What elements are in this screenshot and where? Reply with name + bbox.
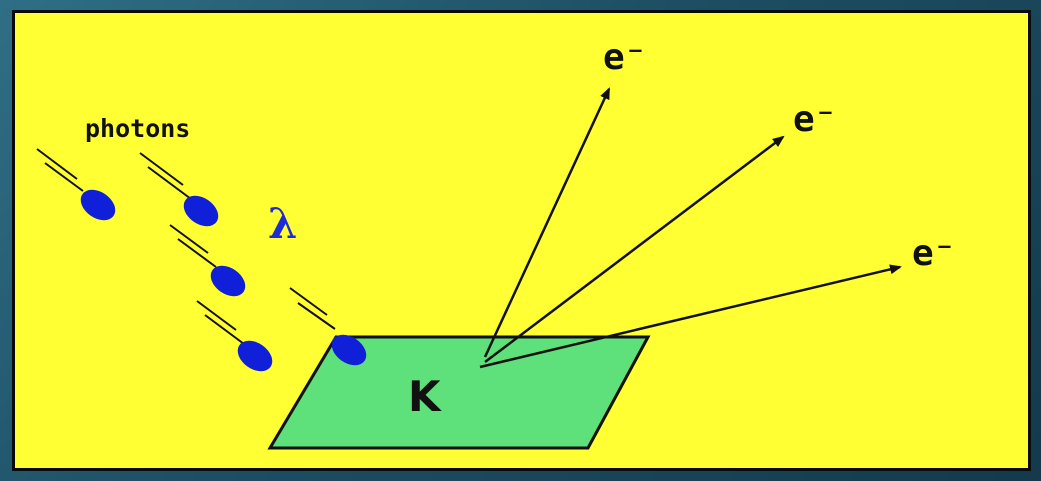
streak: [139, 152, 184, 186]
electron-arrows: [479, 87, 902, 369]
photon: [80, 189, 116, 221]
electron-arrow: [479, 264, 902, 369]
photon-streaks: [36, 148, 336, 345]
streak: [147, 166, 192, 200]
photon: [183, 195, 219, 227]
metal-plate: [267, 335, 651, 450]
electron-arrow: [484, 135, 785, 363]
photons-label: photons: [85, 114, 190, 143]
cathode-label: K: [408, 372, 442, 421]
electron-label: e⁻: [603, 37, 646, 78]
streak: [289, 287, 328, 316]
streak: [36, 148, 78, 180]
electron-label: e⁻: [793, 99, 836, 140]
streak: [204, 314, 245, 345]
photons: [80, 189, 367, 372]
photon: [210, 265, 246, 297]
diagram-panel: photons λ K e⁻ e⁻ e⁻: [12, 10, 1031, 471]
photon: [331, 334, 367, 366]
photoelectric-diagram: photons λ K e⁻ e⁻ e⁻: [36, 37, 955, 450]
electron-label: e⁻: [912, 233, 955, 274]
streak: [297, 302, 336, 330]
photon: [237, 340, 273, 372]
streak: [177, 238, 217, 268]
electron-arrow: [483, 87, 611, 358]
streak: [44, 162, 84, 192]
streak: [169, 224, 209, 254]
streak: [196, 300, 237, 331]
wavelength-symbol: λ: [268, 199, 297, 248]
